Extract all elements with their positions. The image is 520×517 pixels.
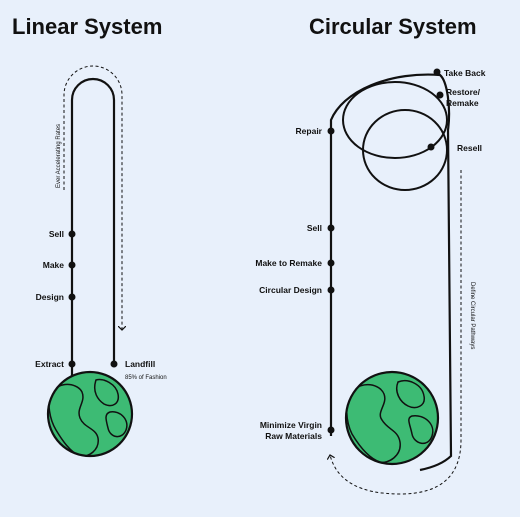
resell-loop (362, 109, 448, 191)
label-raw-materials: Raw Materials (265, 431, 322, 441)
dot-sell (68, 230, 76, 238)
circular-pathways-arrow (330, 170, 462, 495)
label-minimize-virgin: Minimize Virgin (259, 420, 322, 430)
label-circular-design: Circular Design (259, 285, 322, 295)
dot-restore-remake (436, 91, 444, 99)
dot-make-to-remake (327, 259, 335, 267)
label-sell-circular: Sell (306, 223, 322, 233)
circular-pathways-label: Define Circular Pathways (469, 282, 475, 350)
label-repair: Repair (295, 126, 322, 136)
dot-repair (327, 127, 335, 135)
label-restore: Restore/ (446, 87, 481, 97)
restore-loop (342, 81, 448, 159)
earth-globe-icon (46, 370, 134, 458)
label-resell: Resell (457, 143, 483, 153)
label-sell: Sell (48, 229, 64, 239)
linear-flow-line (70, 77, 116, 378)
earth-globe-icon (344, 370, 440, 466)
label-make-to-remake: Make to Remake (255, 258, 322, 268)
linear-accelerating-label: Ever Accelerating Rates (56, 123, 62, 188)
dot-resell (427, 143, 435, 151)
dot-minimize-virgin (327, 426, 335, 434)
dot-landfill (110, 360, 118, 368)
dot-take-back (433, 68, 441, 76)
linear-system-title: Linear System (12, 14, 163, 39)
circular-system-title: Circular System (309, 14, 477, 39)
dot-make (68, 261, 76, 269)
dot-design (68, 293, 76, 301)
dot-circular-design (327, 286, 335, 294)
dot-sell-circular (327, 224, 335, 232)
label-landfill-note: 85% of Fashion (125, 375, 167, 381)
label-take-back: Take Back (444, 68, 486, 78)
linear-accelerating-arrow (63, 65, 122, 330)
label-make: Make (42, 260, 64, 270)
dot-extract (68, 360, 76, 368)
label-remake: Remake (446, 98, 479, 108)
label-extract: Extract (35, 359, 64, 369)
label-landfill: Landfill (125, 359, 156, 369)
label-design: Design (35, 292, 64, 302)
circular-flow-line (329, 73, 453, 472)
